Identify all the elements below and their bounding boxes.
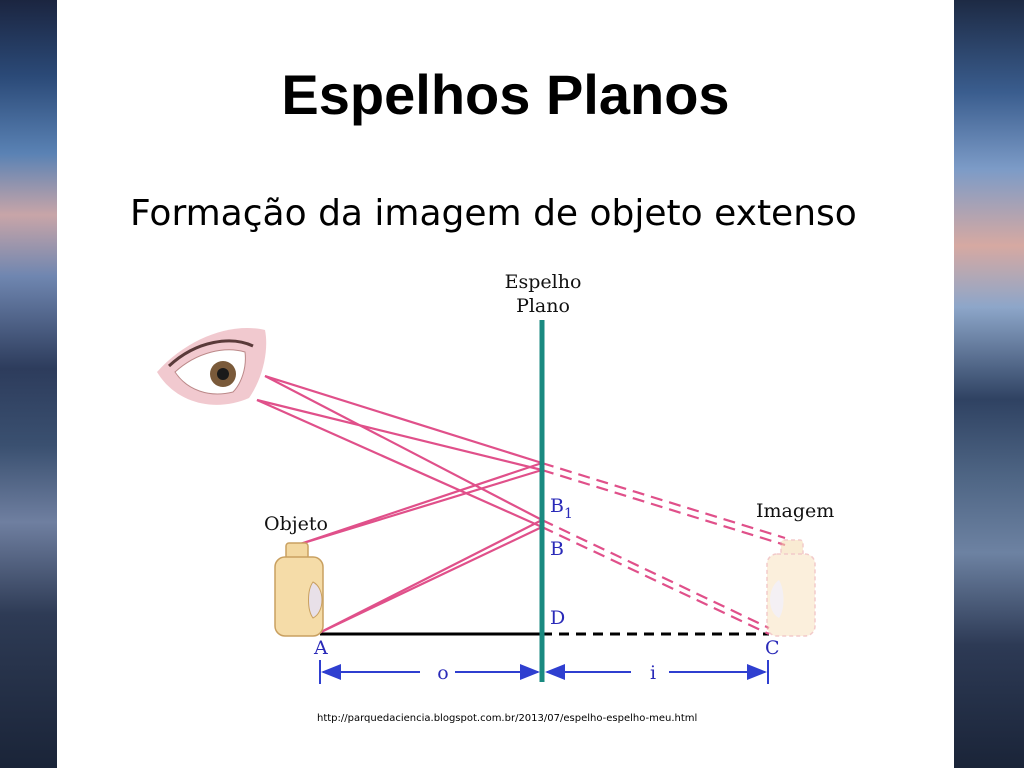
point-b1-label: B1 — [550, 495, 573, 522]
eye-icon — [157, 327, 267, 405]
slide-title: Espelhos Planos — [281, 63, 730, 126]
image-label: Imagem — [756, 500, 834, 522]
virtual-rays — [541, 461, 786, 635]
distance-o-label: o — [437, 662, 448, 684]
object-label: Objeto — [264, 513, 328, 535]
image-bottle — [766, 539, 816, 637]
slide: Espelhos Planos Formação da imagem de ob… — [57, 0, 954, 768]
background-right — [952, 0, 1024, 768]
point-a-label: A — [313, 637, 328, 659]
point-b-label: B — [550, 538, 564, 560]
distance-markers — [319, 660, 769, 684]
source-url: http://parquedaciencia.blogspot.com.br/2… — [317, 713, 698, 724]
light-rays — [256, 374, 543, 634]
mirror-label-line2: Plano — [516, 295, 570, 317]
mirror-label-line1: Espelho — [505, 271, 582, 293]
object-bottle — [274, 542, 324, 637]
point-c-label: C — [765, 637, 780, 659]
point-d-label: D — [550, 607, 565, 629]
distance-i-label: i — [650, 662, 656, 684]
mirror-diagram: Espelho Plano — [157, 271, 834, 684]
slide-subtitle: Formação da imagem de objeto extenso — [130, 193, 857, 234]
background-left — [0, 0, 60, 768]
